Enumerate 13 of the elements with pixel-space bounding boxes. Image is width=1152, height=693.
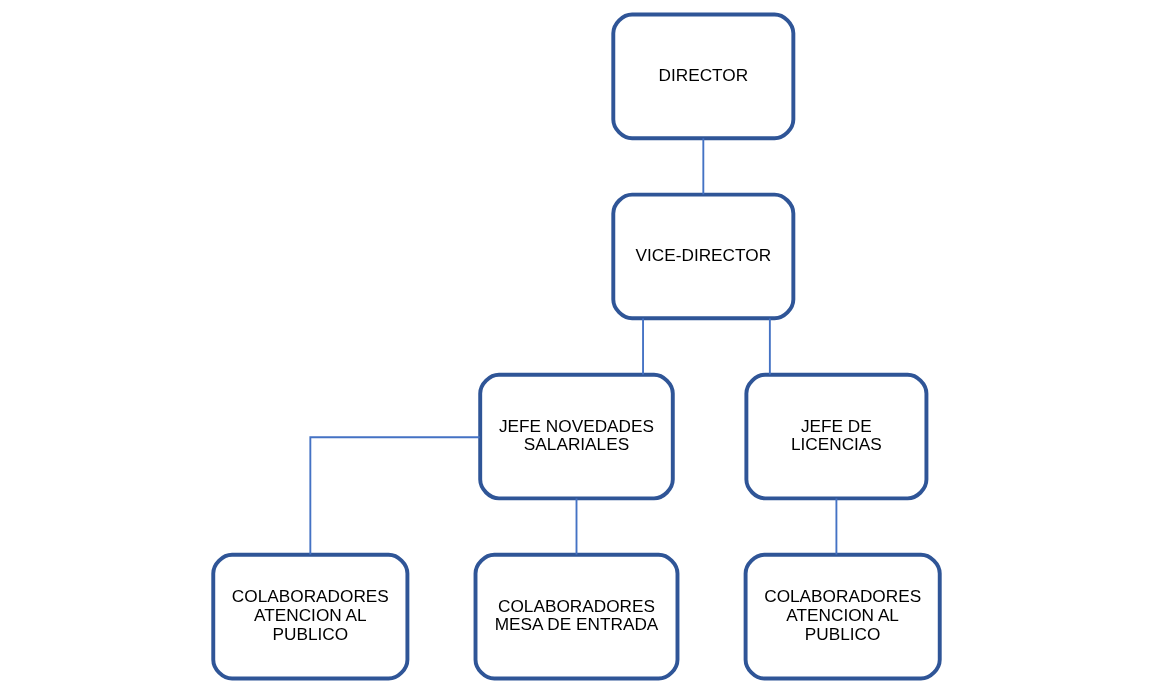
connector [834, 497, 837, 556]
node-box: COLABORADORES ATENCION AL PUBLICO [210, 552, 409, 681]
connector [641, 317, 644, 376]
node-box: VICE-DIRECTOR [610, 192, 795, 321]
node-box: DIRECTOR [610, 12, 795, 141]
node-box: COLABORADORES ATENCION AL PUBLICO [743, 552, 942, 681]
node-box: COLABORADORES MESA DE ENTRADA [473, 552, 679, 681]
connector [575, 497, 577, 556]
connector [768, 317, 771, 376]
node-box: JEFE NOVEDADES SALARIALES [477, 372, 675, 501]
connector [308, 436, 481, 556]
node-box: JEFE DE LICENCIAS [743, 372, 928, 501]
connector [701, 137, 704, 196]
